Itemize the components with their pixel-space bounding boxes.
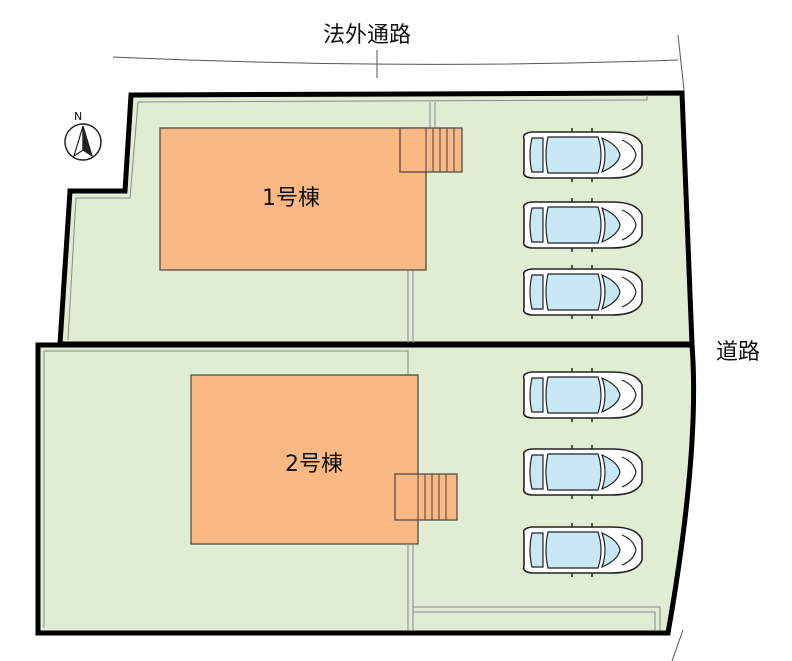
- building-2-label: 2号棟: [285, 452, 343, 477]
- building-1: [159, 127, 427, 271]
- road-label: 道路: [716, 340, 760, 365]
- external-road-line: [112, 56, 679, 65]
- car-icon: [522, 264, 643, 320]
- car-icon: [522, 522, 643, 578]
- building-1-label: 1号棟: [262, 186, 320, 211]
- car-icon: [522, 367, 643, 423]
- lot-2-inner-lines: [43, 350, 661, 630]
- car-icon: [522, 444, 643, 500]
- stairs-icon: [399, 127, 463, 173]
- car-icon: [522, 197, 643, 253]
- stairs-icon: [394, 473, 458, 521]
- road-edge-line-top: [677, 34, 685, 91]
- north-arrow-icon: [64, 123, 102, 161]
- lot-1-inner-lines: [67, 95, 648, 343]
- car-icon: [522, 127, 643, 183]
- road-edge-line-bottom: [671, 629, 684, 661]
- building-2: [190, 374, 419, 545]
- external-road-label: 法外通路: [323, 23, 411, 48]
- north-label: N: [74, 110, 82, 123]
